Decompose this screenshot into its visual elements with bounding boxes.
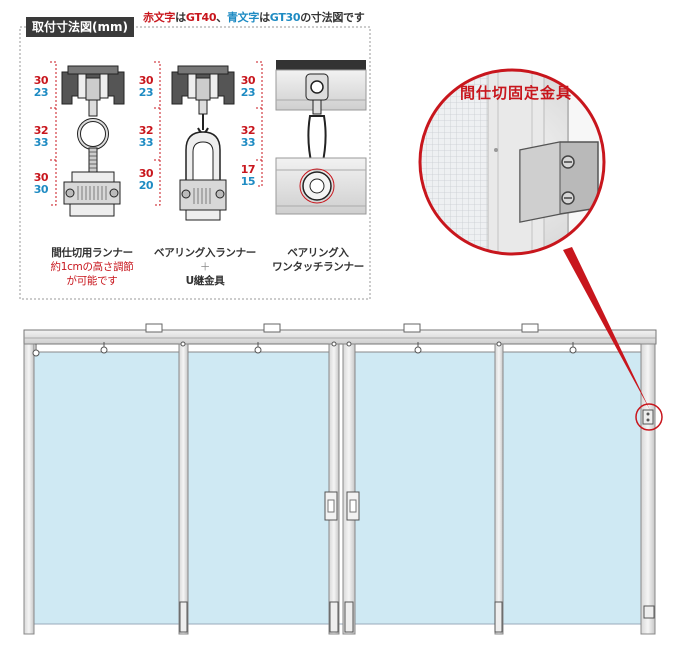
runner-3-dim-mid-gt40: 32 — [240, 124, 256, 137]
runner-2-dim-bot-gt40: 30 — [138, 167, 154, 180]
runner-3-dim-top-gt30: 23 — [240, 86, 256, 99]
legend-tail: の寸法図です — [300, 11, 365, 24]
runner-3-dim-bot-gt30: 15 — [240, 175, 256, 188]
runner-2-caption: ベアリング入ランナー ＋ U継金具 — [140, 246, 270, 288]
legend-gt40: GT40 — [185, 11, 217, 24]
runner-2-name: ベアリング入ランナー — [154, 247, 256, 259]
runner-2-dim-top-gt40: 30 — [138, 74, 154, 87]
dimension-box — [19, 26, 371, 300]
runner-1-dim-top-gt40: 30 — [33, 74, 49, 87]
runner-2-dim-top-gt30: 23 — [138, 86, 154, 99]
runner-2-dim-bot-gt30: 20 — [138, 179, 154, 192]
runner-1-caption: 間仕切用ランナー 約1cmの高さ調節 が可能です — [28, 246, 156, 288]
runner-1-dim-bot-gt40: 30 — [33, 171, 49, 184]
runner-1-dim-mid-gt30: 33 — [33, 136, 49, 149]
runner-1-dim-mid-gt40: 32 — [33, 124, 49, 137]
legend-separator: 、 — [216, 11, 227, 24]
legend-text: は — [175, 11, 186, 24]
runner-1-drawing — [50, 61, 125, 217]
legend-red-word: 赤文字 — [143, 11, 176, 24]
runner-1-note-2: が可能です — [66, 275, 118, 287]
runner-3-dim-mid-gt30: 33 — [240, 136, 256, 149]
runner-3-name-1: ベアリング入 — [287, 247, 349, 259]
runner-2-dim-mid-gt40: 32 — [138, 124, 154, 137]
partition-frame — [23, 323, 657, 635]
runner-1-dim-top-gt30: 23 — [33, 86, 49, 99]
color-legend: 赤文字はGT40、青文字はGT30の寸法図です — [143, 9, 365, 25]
zoom-label: 間仕切固定金具 — [460, 84, 573, 102]
legend-blue-word: 青文字 — [226, 11, 260, 24]
runner-2-drawing — [154, 61, 235, 221]
plus-sign: ＋ — [199, 261, 211, 273]
runner-1-dim-bot-gt30: 30 — [33, 183, 49, 196]
runner-3-caption: ベアリング入 ワンタッチランナー — [256, 246, 380, 274]
runner-3-name-2: ワンタッチランナー — [272, 261, 364, 273]
box-title: 取付寸法図(mm) — [26, 17, 134, 37]
runner-3-drawing — [256, 60, 367, 215]
legend-text: は — [259, 11, 270, 24]
legend-gt30: GT30 — [269, 11, 301, 24]
runner-3-dim-top-gt40: 30 — [240, 74, 256, 87]
zoom-callout — [418, 68, 663, 431]
runner-3-dim-bot-gt40: 17 — [240, 163, 256, 176]
runner-1-name: 間仕切用ランナー — [51, 247, 133, 259]
runner-2-dim-mid-gt30: 33 — [138, 136, 154, 149]
runner-2-joint-name: U継金具 — [185, 275, 225, 287]
runner-1-note-1: 約1cmの高さ調節 — [50, 261, 134, 273]
